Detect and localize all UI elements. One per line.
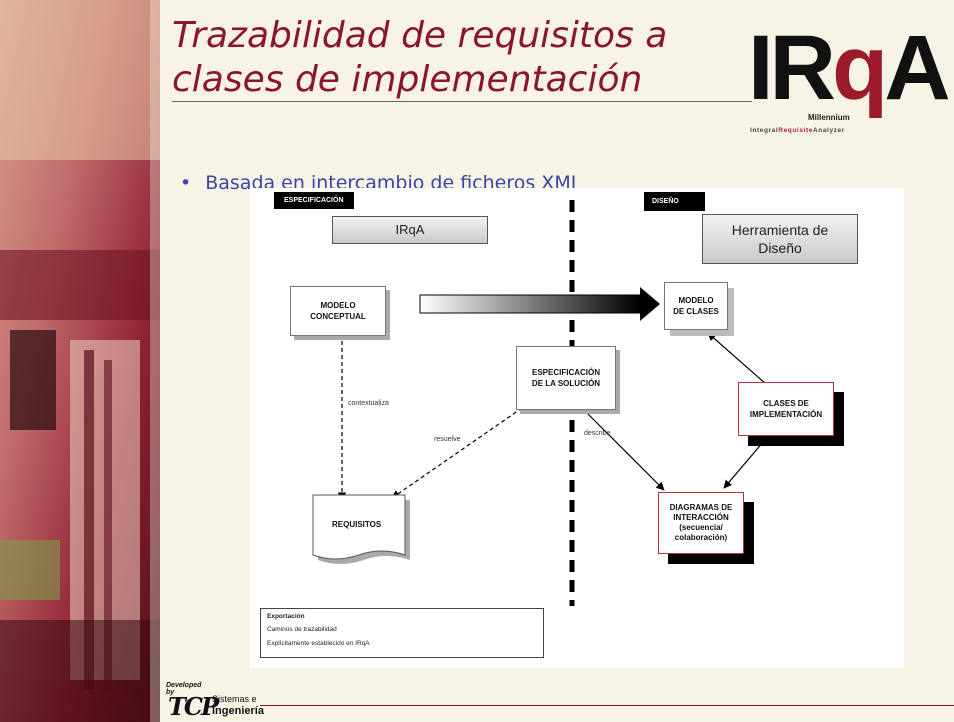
requisitos-label: REQUISITOS (332, 520, 382, 529)
contextualiza-label: contextualiza (348, 400, 389, 407)
tagline-analyzer: Analyzer (812, 127, 845, 134)
legend-explicito: Explícitamente establecido en IRqA (267, 640, 370, 647)
modelo-clases-line-1: MODELO (678, 296, 714, 305)
diagram-legend: Exportación Caminos de trazabilidad Expl… (260, 608, 544, 658)
diagramas-line-3: (secuencia/ (679, 523, 723, 532)
describe-label: describe (584, 430, 611, 437)
footer-developed-by: Developed by (166, 682, 202, 696)
footer-ingenieria: Ingeniería (212, 705, 264, 717)
export-arrow (419, 287, 660, 321)
clases-to-diagramas-connector (723, 433, 771, 489)
especificacion-solucion-node: ESPECIFICACIÓN DE LA SOLUCIÓN (516, 346, 616, 410)
diagramas-line-1: DIAGRAMAS DE (669, 503, 733, 512)
legend-caminos: Caminos de trazabilidad (267, 626, 337, 633)
title-divider (172, 101, 752, 102)
irqa-logo: IRqA (748, 16, 951, 120)
clases-impl-line-1: CLASES DE (763, 399, 809, 408)
diagramas-line-2: INTERACCIÓN (673, 513, 729, 522)
modelo-conceptual-line-1: MODELO (320, 301, 356, 310)
clases-to-modelo-connector (707, 332, 767, 385)
especificacion-solucion-line-2: DE LA SOLUCIÓN (531, 379, 601, 388)
resuelve-label: resuelve (434, 436, 461, 443)
legend-exportacion: Exportación (267, 613, 305, 620)
title-line-1: Trazabilidad de requisitos a (172, 15, 668, 56)
modelo-clases-node: MODELO DE CLASES (664, 282, 728, 330)
tagline-requisite: Requisite (778, 127, 813, 134)
resuelve-connector (391, 407, 523, 499)
logo-letter-a: A (884, 17, 950, 119)
decorative-photo-strip (0, 0, 160, 722)
footer-sistemas: Sistemas e (212, 694, 257, 704)
clases-impl-line-2: IMPLEMENTACIÓN (749, 410, 823, 419)
especificacion-solucion-line-1: ESPECIFICACIÓN (531, 368, 600, 377)
traceability-diagram: ESPECIFICACIÓN IRqA DISEÑO Herramienta d… (250, 188, 904, 668)
irqa-tool-box: IRqA (332, 216, 488, 244)
describe-connector (581, 407, 665, 491)
diagramas-line-4: colaboración) (674, 533, 728, 542)
design-tool-box: Herramienta de Diseño (702, 214, 858, 264)
modelo-clases-line-2: DE CLASES (673, 307, 719, 316)
logo-millennium: Millennium (808, 113, 850, 122)
slide-title: Trazabilidad de requisitos a clases de i… (172, 14, 732, 102)
footer-divider (260, 705, 954, 706)
diagramas-interaccion-node: DIAGRAMAS DE INTERACCIÓN (secuencia/ col… (658, 492, 744, 554)
requisitos-document-shape (312, 494, 410, 564)
design-tool-line-2: Diseño (758, 240, 802, 256)
design-tool-line-1: Herramienta de (731, 222, 829, 238)
modelo-conceptual-node: MODELO CONCEPTUAL (290, 286, 386, 336)
logo-letter-q: q (832, 17, 888, 119)
modelo-conceptual-line-2: CONCEPTUAL (310, 312, 366, 321)
clases-implementacion-node: CLASES DE IMPLEMENTACIÓN (738, 382, 834, 436)
logo-letters-ir: IR (748, 17, 836, 119)
especificacion-tab: ESPECIFICACIÓN (274, 192, 354, 209)
title-line-2: clases de implementación (172, 59, 643, 100)
bullet-dot-icon: • (180, 172, 192, 194)
irqa-tool-label: IRqA (395, 222, 425, 237)
tagline-integral: Integral (750, 127, 779, 134)
footer-tcp-mark: TCP (168, 692, 219, 721)
diseno-tab: DISEÑO (644, 192, 705, 211)
logo-tagline: IntegralRequisiteAnalyzer (750, 127, 845, 134)
